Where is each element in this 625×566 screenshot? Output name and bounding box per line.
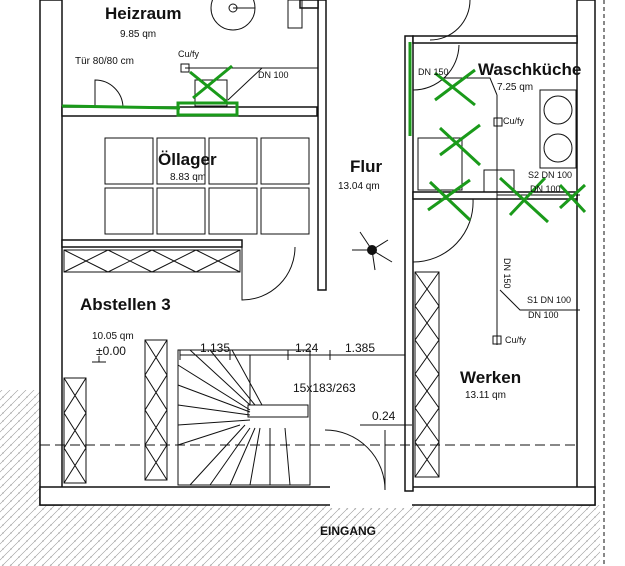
level-label: ±0.00 xyxy=(96,344,126,358)
room-name-flur: Flur xyxy=(350,157,382,176)
door-size-label: Tür 80/80 cm xyxy=(75,56,134,67)
stair-spec-label: 15x183/263 xyxy=(293,381,356,395)
room-area-werken: 13.11 qm xyxy=(465,390,506,401)
room-area-oellager: 8.83 qm xyxy=(170,172,206,183)
pipe-label: S1 DN 100 xyxy=(527,295,571,305)
pipe-label: Cu/fy xyxy=(505,335,527,345)
pipe-label: Cu/fy xyxy=(178,49,200,59)
pipe-label: DN 100 xyxy=(530,184,561,194)
dimension-label: 0.24 xyxy=(372,409,396,423)
room-area-flur: 13.04 qm xyxy=(338,181,380,192)
room-name-heizraum: Heizraum xyxy=(105,4,182,23)
pipe-label: DN 100 xyxy=(258,70,289,80)
entrance-label: EINGANG xyxy=(320,524,376,538)
dimension-lines xyxy=(40,350,577,446)
markup-annotations xyxy=(61,42,587,224)
room-name-waschkueche: Waschküche xyxy=(478,60,581,79)
pipe-label: Cu/fy xyxy=(503,116,525,126)
room-name-oellager: Öllager xyxy=(158,150,217,169)
outer-walls xyxy=(39,0,605,566)
ground-hatching xyxy=(0,390,600,566)
pipes xyxy=(180,63,580,345)
room-name-werken: Werken xyxy=(460,368,521,387)
staircase xyxy=(177,349,311,486)
dimension-label: 1.135 xyxy=(200,341,230,355)
room-area-heizraum: 9.85 qm xyxy=(120,29,156,40)
washing-machines xyxy=(417,89,577,193)
pipe-label: DN 150 xyxy=(502,258,512,289)
room-name-abstellen: Abstellen 3 xyxy=(80,295,171,314)
pipe-label: S2 DN 100 xyxy=(528,170,572,180)
ventilation-symbol xyxy=(352,231,393,271)
dimension-label: 1.24 xyxy=(295,341,319,355)
room-area-waschkueche: 7.25 qm xyxy=(497,82,533,93)
doors xyxy=(94,0,474,491)
pipe-label: DN 150 xyxy=(418,67,449,77)
room-area-abstellen: 10.05 qm xyxy=(92,331,134,342)
dimension-label: 1.385 xyxy=(345,341,375,355)
boiler xyxy=(210,0,303,31)
oil-tanks xyxy=(104,137,310,235)
pipe-label: DN 100 xyxy=(528,310,559,320)
level-marker-icon xyxy=(92,356,106,363)
shelving xyxy=(63,249,440,484)
